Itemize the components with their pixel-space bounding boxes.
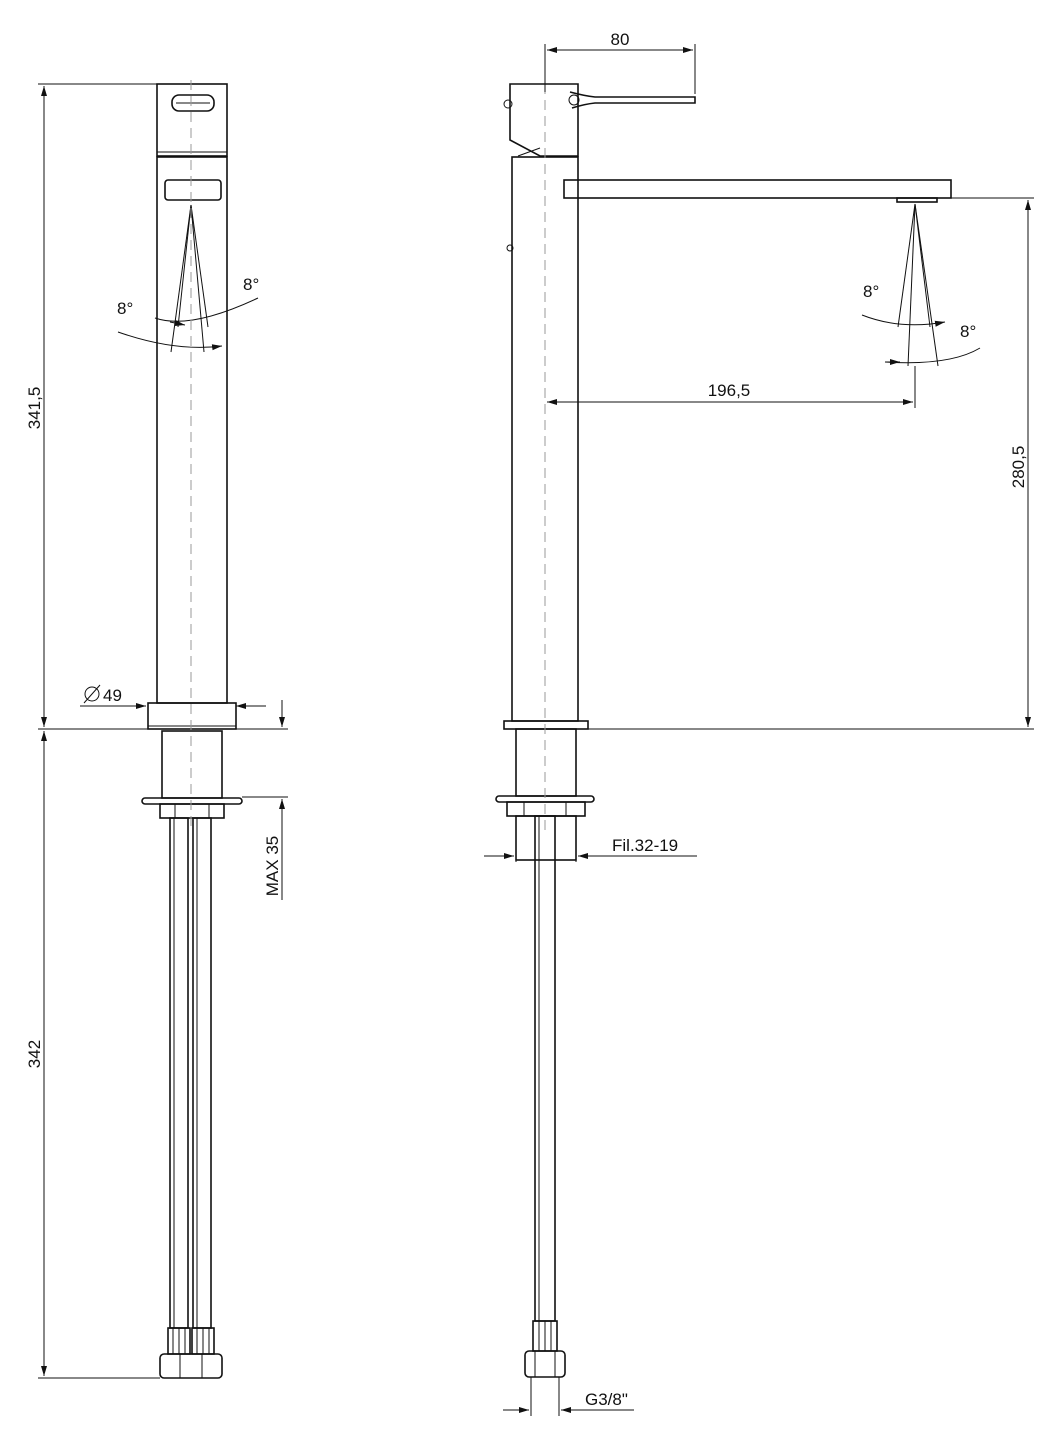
dim-base-diameter: 49 [103,686,122,705]
side-view: 8° 8° 80 196,5 280,5 [484,30,1034,1416]
side-handle-block [509,83,579,157]
front-stem [161,730,223,799]
front-hoses [169,817,212,1329]
front-handle-slot-icon [171,94,215,112]
dim-max-thickness: MAX 35 [263,836,282,896]
dim-spout-height: 280,5 [1009,446,1028,489]
front-angle-label-left: 8° [117,299,133,318]
side-angle-label-left: 8° [863,282,879,301]
dim-thread-fixing: Fil.32-19 [612,836,678,855]
dim-overall-height-lower: 342 [25,1040,44,1068]
dim-connection-thread: G3/8" [585,1390,628,1409]
front-base-flange [147,702,237,730]
front-connection-nuts [159,1353,223,1379]
diameter-symbol-icon [84,686,100,702]
side-base-flange [503,720,589,730]
front-body [156,156,228,704]
side-lever [569,91,696,109]
front-aerator [164,179,222,201]
side-stem [515,728,577,797]
dim-handle-length: 80 [611,30,630,49]
side-spout [563,179,952,199]
front-handle-block [156,83,228,157]
front-view: 8° 8° 34 [25,80,288,1379]
dim-overall-height-upper: 341,5 [25,387,44,430]
side-connection-nut [524,1350,566,1378]
side-nut [506,801,586,817]
front-angle-label-right: 8° [243,275,259,294]
side-angle-label-right: 8° [960,322,976,341]
side-hose [534,815,556,1322]
front-plate [141,797,243,805]
dim-spout-reach: 196,5 [708,381,751,400]
side-threaded-rod [515,815,577,861]
